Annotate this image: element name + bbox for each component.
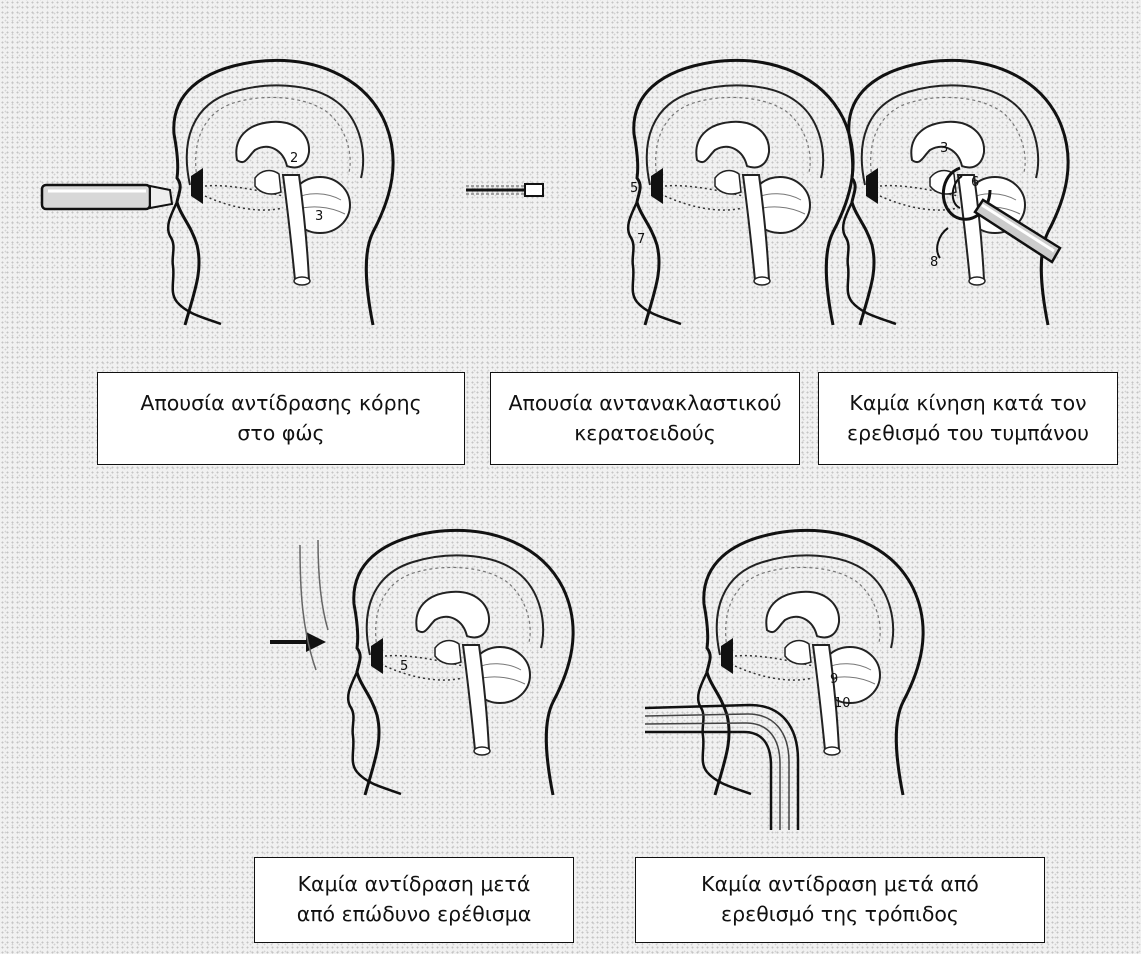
panel-pain-stimulus: 5 (230, 520, 590, 810)
diagram-label: 2 (290, 151, 298, 166)
diagram-label: 8 (930, 255, 938, 270)
panel-caloric-reflex: 3 6 8 (790, 0, 1141, 360)
diagram-label: 10 (834, 696, 851, 711)
diagram-label: 9 (830, 672, 838, 687)
diagram-label: 5 (630, 181, 638, 196)
panel-pupil-reflex: 2 3 (0, 0, 460, 360)
caption-line: κερατοειδούς (509, 419, 782, 449)
caption-line: Καμία αντίδραση μετά (297, 870, 532, 900)
caption-corneal-reflex: Απουσία αντανακλαστικού κερατοειδούς (490, 372, 800, 465)
diagram-label: 3 (940, 141, 948, 156)
diagram-label: 7 (637, 232, 645, 247)
panel-gag-reflex: 9 10 (640, 520, 970, 850)
caption-caloric-reflex: Καμία κίνηση κατά τον ερεθισμό του τυμπά… (818, 372, 1118, 465)
caption-line: στο φώς (140, 419, 421, 449)
diagram-label: 6 (971, 175, 979, 190)
pressure-arrow-icon (270, 540, 328, 670)
penlight-icon (42, 185, 172, 209)
cotton-swab-icon (466, 184, 543, 196)
caption-line: ερεθισμό του τυμπάνου (847, 419, 1089, 449)
caption-line: Απουσία αντανακλαστικού (509, 389, 782, 419)
caption-line: Καμία αντίδραση μετά από (701, 870, 979, 900)
caption-line: Καμία κίνηση κατά τον (847, 389, 1089, 419)
panel-corneal-reflex: 5 7 (430, 0, 830, 360)
caption-pain-stimulus: Καμία αντίδραση μετά από επώδυνο ερέθισμ… (254, 857, 574, 943)
caption-line: ερεθισμό της τρόπιδος (701, 900, 979, 930)
caption-line: από επώδυνο ερέθισμα (297, 900, 532, 930)
caption-pupil-reflex: Απουσία αντίδρασης κόρης στο φώς (97, 372, 465, 465)
caption-gag-reflex: Καμία αντίδραση μετά από ερεθισμό της τρ… (635, 857, 1045, 943)
diagram-label: 5 (400, 659, 408, 674)
caption-line: Απουσία αντίδρασης κόρης (140, 389, 421, 419)
diagram-label: 3 (315, 209, 323, 224)
